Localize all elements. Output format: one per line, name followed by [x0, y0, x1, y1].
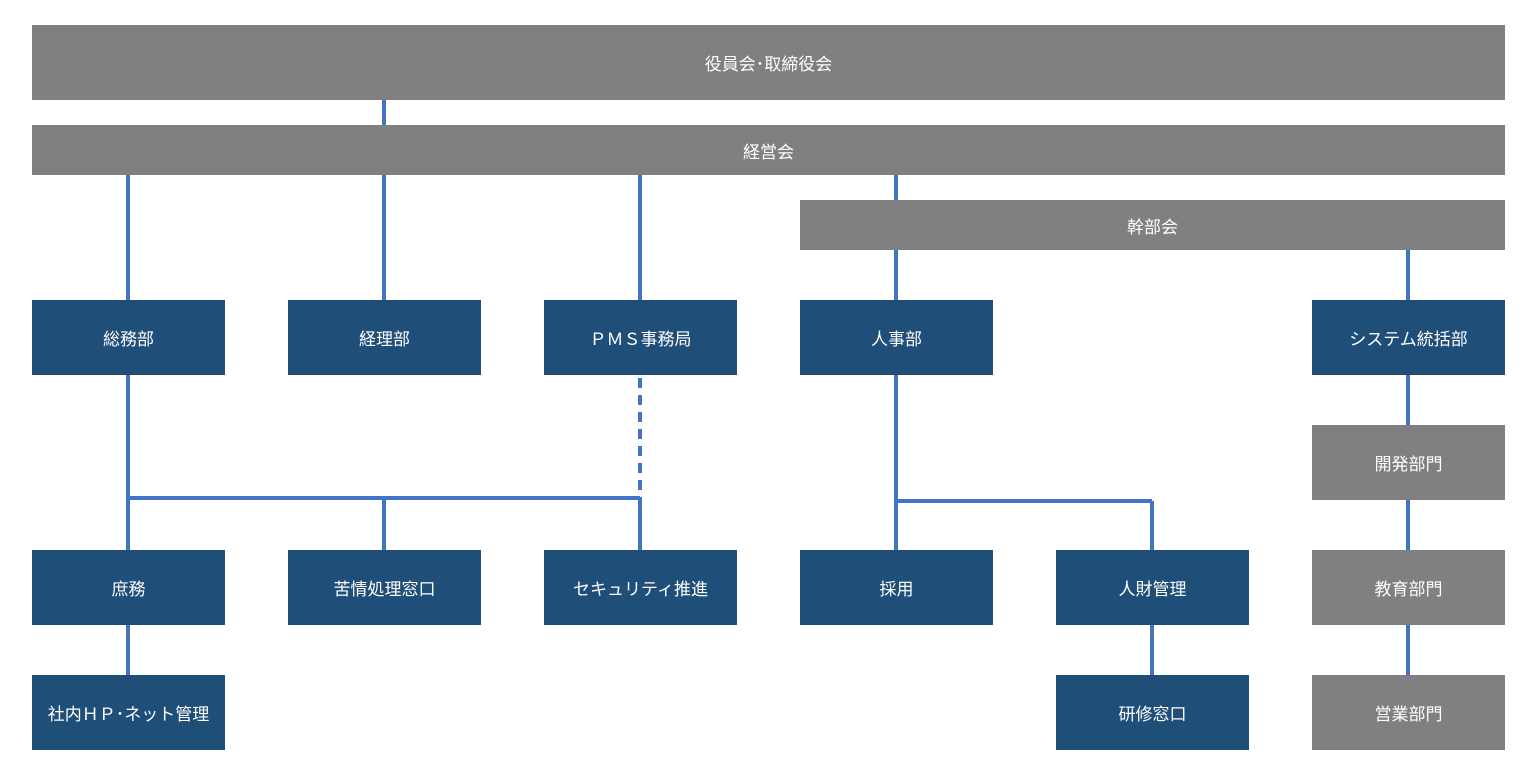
recruiting-box: 採用: [800, 550, 993, 625]
board-box: 役員会･取締役会: [32, 25, 1505, 100]
management-council-label: 経営会: [743, 142, 794, 163]
hr-label: 人事部: [871, 330, 922, 350]
security-label: セキュリティ推進: [573, 580, 708, 600]
education-box: 教育部門: [1312, 550, 1505, 625]
training-box: 研修窓口: [1056, 675, 1249, 750]
complaints-box: 苦情処理窓口: [288, 550, 481, 625]
clerical-label: 庶務: [111, 580, 146, 600]
talent-management-label: 人財管理: [1118, 580, 1187, 600]
accounting-box: 経理部: [288, 300, 481, 375]
pms-office-label: ＰＭＳ事務局: [589, 330, 692, 350]
management-council-box: 経営会: [32, 125, 1505, 175]
system-integration-label: システム統括部: [1349, 330, 1468, 350]
executive-council-label: 幹部会: [1127, 217, 1178, 238]
development-label: 開発部門: [1374, 455, 1443, 475]
system-integration-box: システム統括部: [1312, 300, 1505, 375]
pms-office-box: ＰＭＳ事務局: [544, 300, 737, 375]
intranet-label: 社内ＨＰ･ネット管理: [47, 705, 210, 725]
intranet-box: 社内ＨＰ･ネット管理: [32, 675, 225, 750]
complaints-label: 苦情処理窓口: [333, 580, 436, 600]
general-affairs-box: 総務部: [32, 300, 225, 375]
security-box: セキュリティ推進: [544, 550, 737, 625]
talent-management-box: 人財管理: [1056, 550, 1249, 625]
board-label: 役員会･取締役会: [704, 55, 833, 75]
hr-box: 人事部: [800, 300, 993, 375]
clerical-box: 庶務: [32, 550, 225, 625]
sales-label: 営業部門: [1374, 705, 1443, 725]
recruiting-label: 採用: [879, 580, 914, 600]
accounting-label: 経理部: [359, 330, 410, 350]
training-label: 研修窓口: [1118, 705, 1187, 725]
sales-box: 営業部門: [1312, 675, 1505, 750]
general-affairs-label: 総務部: [103, 330, 154, 350]
executive-council-box: 幹部会: [800, 200, 1505, 250]
development-box: 開発部門: [1312, 425, 1505, 500]
education-label: 教育部門: [1374, 580, 1443, 600]
